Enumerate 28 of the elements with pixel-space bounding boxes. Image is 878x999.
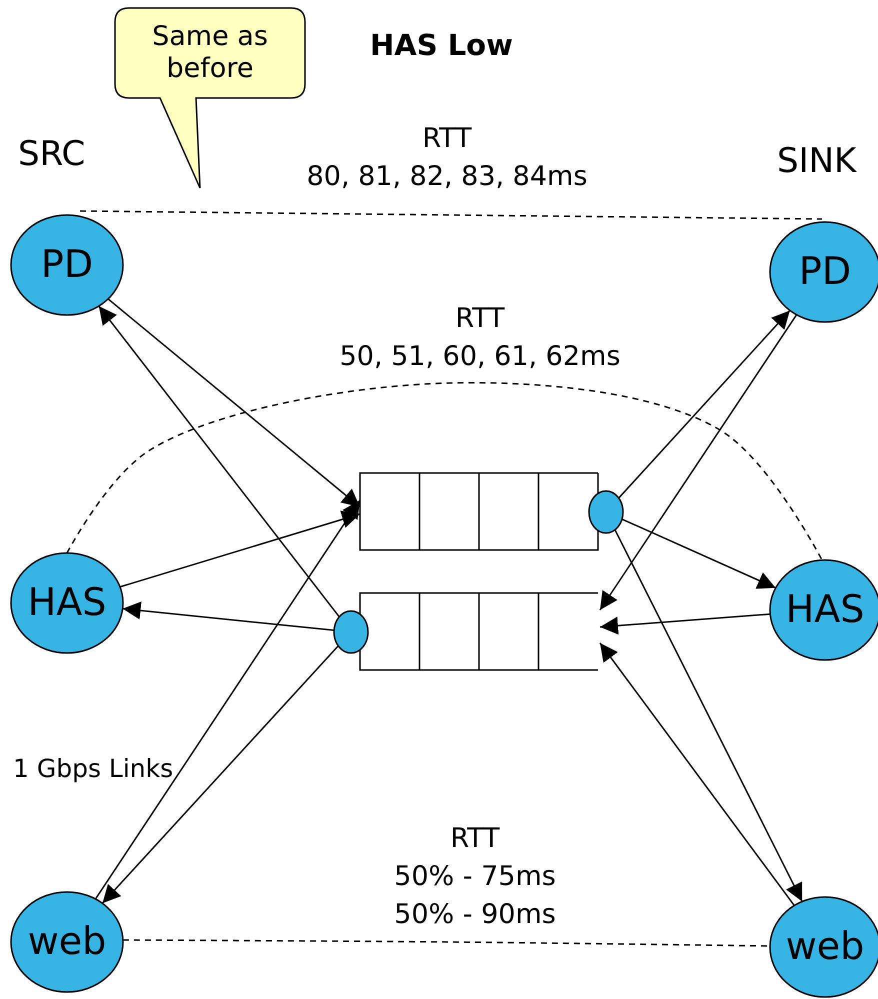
link-arrow bbox=[102, 645, 339, 904]
link-arrow bbox=[622, 518, 776, 589]
link-arrow bbox=[600, 613, 770, 635]
rtt-dashed-line bbox=[66, 382, 823, 560]
rtt-dashed-line bbox=[80, 210, 822, 220]
link-arrow bbox=[122, 602, 334, 632]
link-note: 1 Gbps Links bbox=[13, 754, 174, 783]
diagram-title: HAS Low bbox=[370, 28, 513, 62]
host-label: HAS bbox=[786, 587, 864, 633]
link-arrow bbox=[98, 306, 340, 618]
callout-text: Same as before bbox=[151, 20, 269, 86]
host-label: PD bbox=[40, 242, 94, 288]
column-heading: SRC bbox=[18, 134, 86, 174]
host-label: web bbox=[28, 919, 106, 965]
link-arrow bbox=[614, 530, 803, 902]
rtt-label: RTT 80, 81, 82, 83, 84ms bbox=[306, 122, 588, 194]
host-label: HAS bbox=[28, 580, 106, 626]
link-arrow bbox=[618, 310, 790, 499]
link-arrow bbox=[120, 510, 360, 588]
host-label: PD bbox=[798, 249, 852, 295]
link-arrow bbox=[108, 298, 360, 508]
link-arrow bbox=[94, 500, 361, 900]
column-heading: SINK bbox=[777, 141, 856, 181]
host-label: web bbox=[786, 924, 864, 970]
link-arrow bbox=[599, 314, 798, 610]
rtt-label: RTT 50, 51, 60, 61, 62ms bbox=[340, 302, 620, 374]
rtt-label: RTT 50% - 75ms 50% - 90ms bbox=[394, 822, 556, 932]
link-arrow bbox=[599, 642, 795, 906]
